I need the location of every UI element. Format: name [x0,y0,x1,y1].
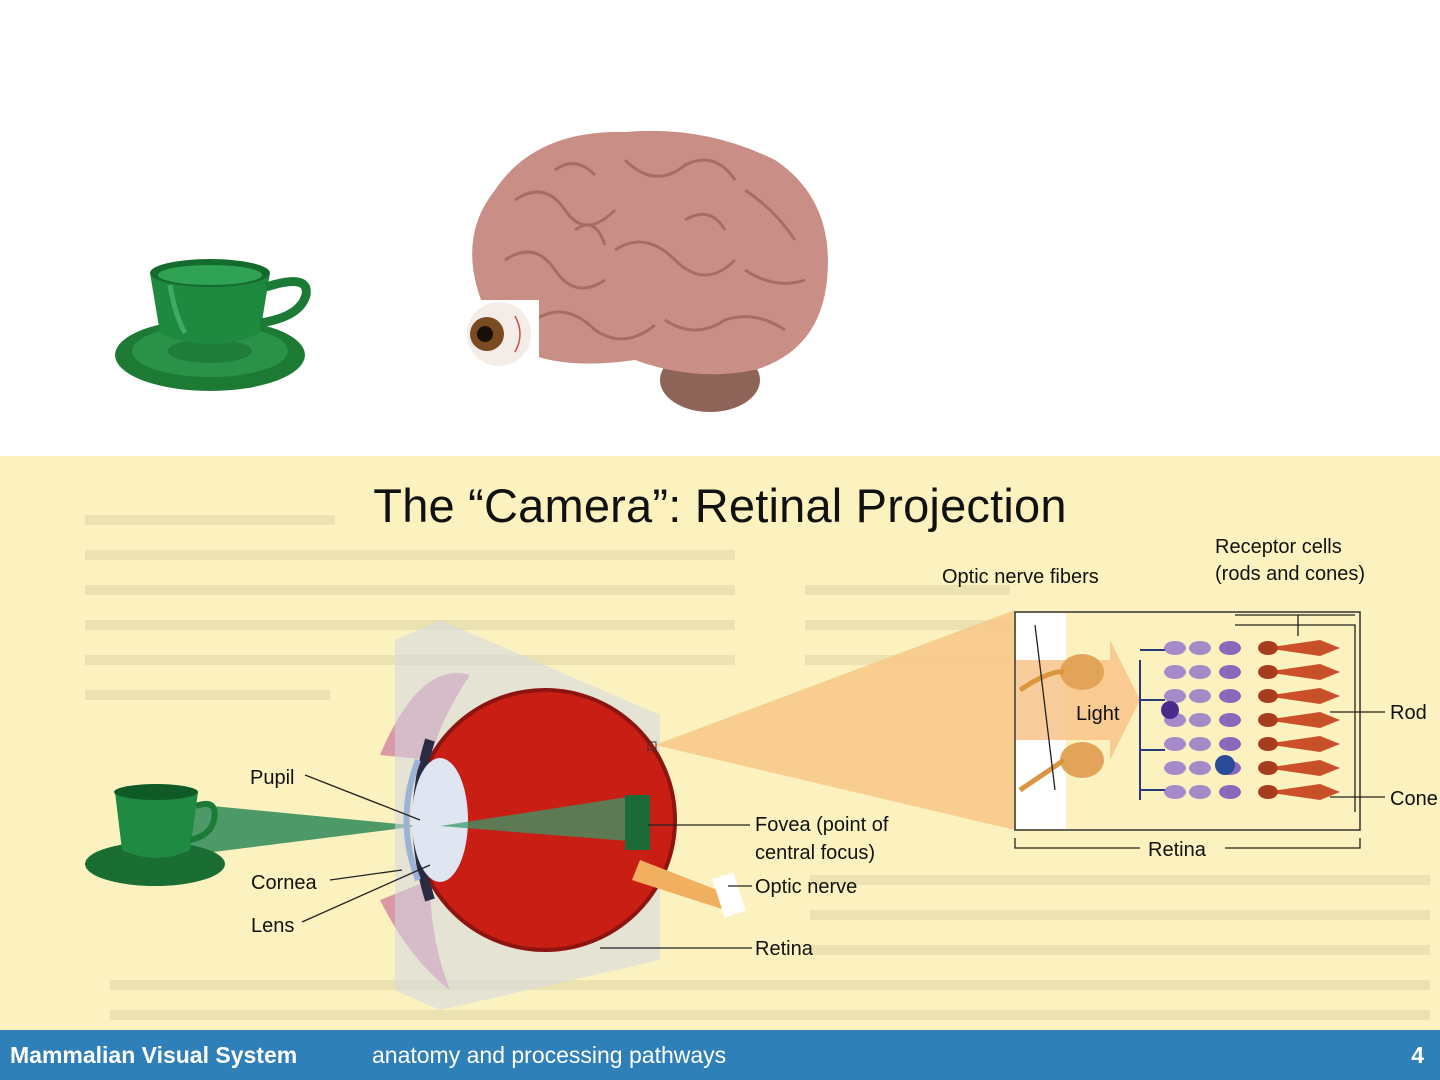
footer-course-title: Mammalian Visual System [10,1042,298,1068]
label-optic-nerve: Optic nerve [755,876,857,898]
footer-bar: Mammalian Visual System anatomy and proc… [0,1030,1440,1080]
label-light: Light [1076,703,1120,725]
leader-lines [301,711,1385,949]
eye-retina-diagram: Pupil Cornea Lens Fovea (point of centra… [85,515,1438,1020]
label-retina: Retina [755,938,814,960]
label-lens: Lens [251,915,294,937]
eye-diagram-panel: Pupil Cornea Lens Fovea (point of centra… [0,456,1440,1030]
footer-subtitle: anatomy and processing pathways [372,1042,727,1068]
brain-photo [463,130,828,412]
label-receptor-cells-line1: Receptor cells [1215,536,1342,558]
label-fovea-line2: central focus) [755,842,875,864]
lens [412,758,468,882]
label-rod: Rod [1390,702,1427,724]
label-cornea: Cornea [251,872,317,894]
slide-title: The “Camera”: Retinal Projection [373,479,1067,532]
optic-nerve [632,860,730,910]
magnification-cone [655,610,1015,830]
label-retina-detail: Retina [1148,839,1207,861]
slide-top-area [0,0,1440,456]
retina-detail-box [1014,611,1361,831]
label-optic-nerve-fibers: Optic nerve fibers [942,566,1099,588]
label-receptor-cells-line2: (rods and cones) [1215,563,1365,585]
diagram-teacup [85,784,225,886]
label-cone: Cone [1390,788,1438,810]
label-fovea-line1: Fovea (point of [755,814,889,836]
page-number: 4 [1411,1042,1424,1068]
cornea [403,758,421,882]
label-pupil: Pupil [250,767,294,789]
teacup-photo [110,205,312,397]
